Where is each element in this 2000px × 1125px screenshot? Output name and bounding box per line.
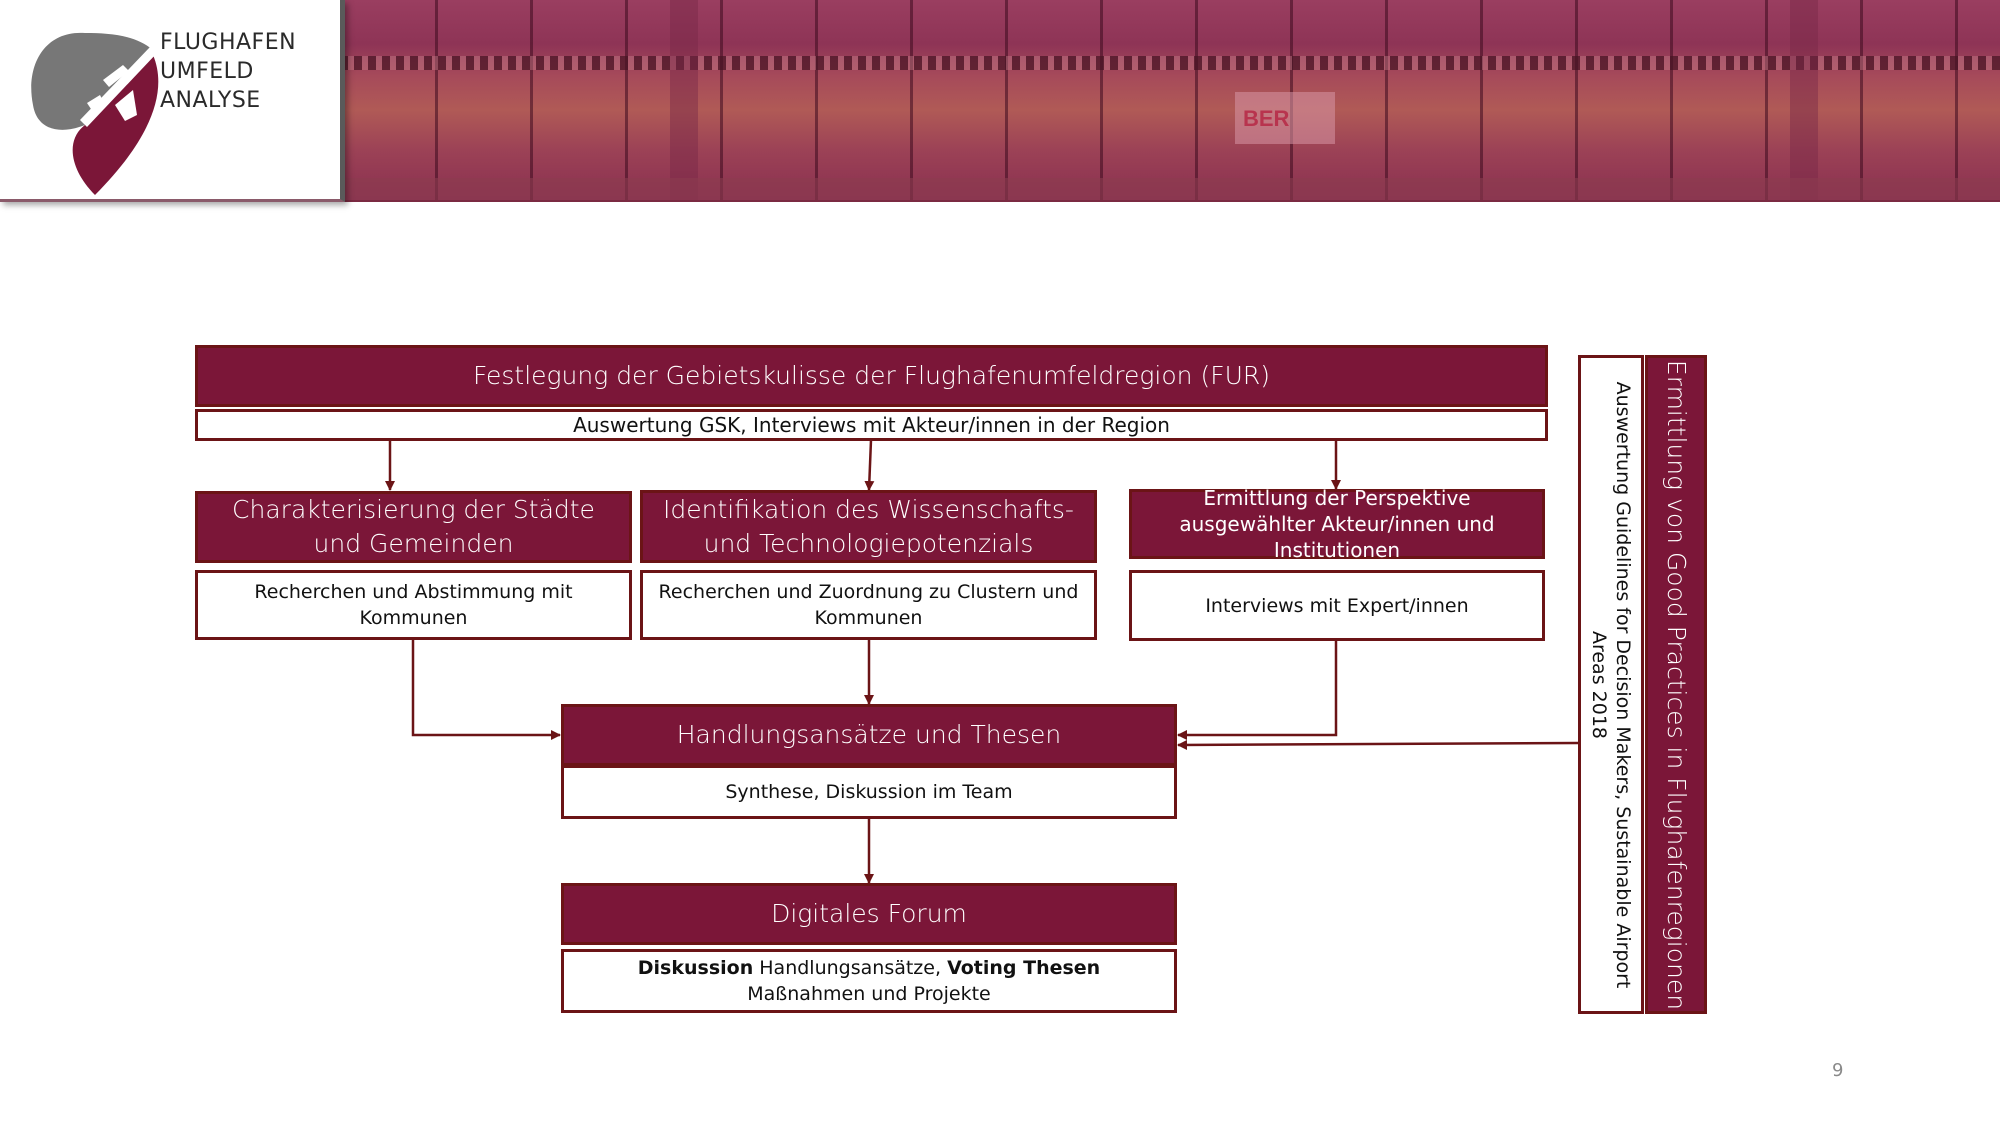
forum-method-line-1: Diskussion Handlungsansätze, Voting Thes…	[638, 955, 1100, 981]
banner-pillar	[670, 0, 698, 200]
arrow-column-1-to-synthesis	[411, 640, 561, 740]
box-handlungsansaetze-method-text: Synthese, Diskussion im Team	[725, 781, 1013, 803]
box-staedte-title: Charakterisierung der Städte und Gemeind…	[195, 491, 632, 563]
box-gebietskulisse-title: Festlegung der Gebietskulisse der Flugha…	[195, 345, 1548, 407]
box-handlungsansaetze-method: Synthese, Diskussion im Team	[561, 765, 1177, 819]
box-staedte-method-text: Recherchen und Abstimmung mit Kommunen	[254, 581, 573, 629]
banner-ber-sign: BER	[1235, 92, 1335, 144]
logo-wordmark: FLUGHAFEN UMFELD ANALYSE	[160, 28, 296, 115]
box-digitales-forum-method: Diskussion Handlungsansätze, Voting Thes…	[561, 949, 1177, 1013]
arrow-side-to-synthesis	[1177, 739, 1579, 750]
page-number: 9	[1832, 1060, 1844, 1081]
forum-method-bold-voting: Voting Thesen	[947, 957, 1101, 979]
box-akteure-title: Ermittlung der Perspektive ausgewählter …	[1129, 486, 1545, 562]
box-digitales-forum-title-text: Digitales Forum	[771, 899, 967, 928]
box-good-practices-method-text: Auswertung Guidelines for Decision Maker…	[1587, 373, 1635, 996]
header-banner-image: BER	[340, 0, 2000, 202]
banner-floor	[340, 178, 2000, 200]
box-good-practices-method: Auswertung Guidelines for Decision Maker…	[1578, 355, 1644, 1014]
logo-line-1: FLUGHAFEN	[160, 30, 297, 55]
box-wissenschaft-method-text: Recherchen und Zuordnung zu Clustern und…	[658, 581, 1079, 629]
box-wissenschaft-title: Identifikation des Wissenschafts- und Te…	[640, 490, 1097, 563]
forum-method-text: Handlungsansätze,	[753, 957, 948, 979]
logo-line-3: ANALYSE	[160, 88, 261, 113]
banner-pillar	[1790, 0, 1818, 200]
side-method-line-1: Auswertung Guidelines for Decision Maker…	[1612, 381, 1634, 988]
box-staedte-method: Recherchen und Abstimmung mit Kommunen	[195, 570, 632, 640]
box-gebietskulisse-method: Auswertung GSK, Interviews mit Akteur/in…	[195, 409, 1548, 441]
airplane-over-pin-icon	[31, 32, 159, 195]
box-wissenschaft-method: Recherchen und Zuordnung zu Clustern und…	[640, 570, 1097, 640]
box-wissenschaft-title-text: Identifikation des Wissenschafts- und Te…	[663, 494, 1074, 558]
arrow-top-to-column-2	[864, 439, 875, 491]
banner-facade-band	[340, 56, 2000, 70]
box-good-practices-title-text: Ermittlung von Good Practices in Flughaf…	[1662, 359, 1691, 1010]
box-akteure-method: Interviews mit Expert/innen	[1129, 570, 1545, 641]
box-akteure-method-text: Interviews mit Expert/innen	[1205, 594, 1469, 617]
box-gebietskulisse-title-text: Festlegung der Gebietskulisse der Flugha…	[473, 361, 1270, 390]
box-digitales-forum-title: Digitales Forum	[561, 883, 1177, 945]
box-handlungsansaetze-title: Handlungsansätze und Thesen	[561, 704, 1177, 766]
box-staedte-title-text: Charakterisierung der Städte und Gemeind…	[232, 495, 595, 558]
forum-method-bold-diskussion: Diskussion	[637, 957, 754, 979]
logo-line-2: UMFELD	[160, 59, 254, 84]
box-gebietskulisse-method-text: Auswertung GSK, Interviews mit Akteur/in…	[573, 413, 1170, 437]
forum-method-line-2: Maßnahmen und Projekte	[747, 983, 991, 1005]
box-good-practices-title: Ermittlung von Good Practices in Flughaf…	[1645, 355, 1707, 1014]
logo-card: FLUGHAFEN UMFELD ANALYSE	[0, 0, 345, 202]
box-akteure-title-text: Ermittlung der Perspektive ausgewählter …	[1179, 486, 1495, 562]
arrow-column-3-to-synthesis	[1177, 641, 1338, 740]
side-method-line-2: Areas 2018	[1588, 630, 1610, 739]
box-handlungsansaetze-title-text: Handlungsansätze und Thesen	[676, 720, 1062, 749]
